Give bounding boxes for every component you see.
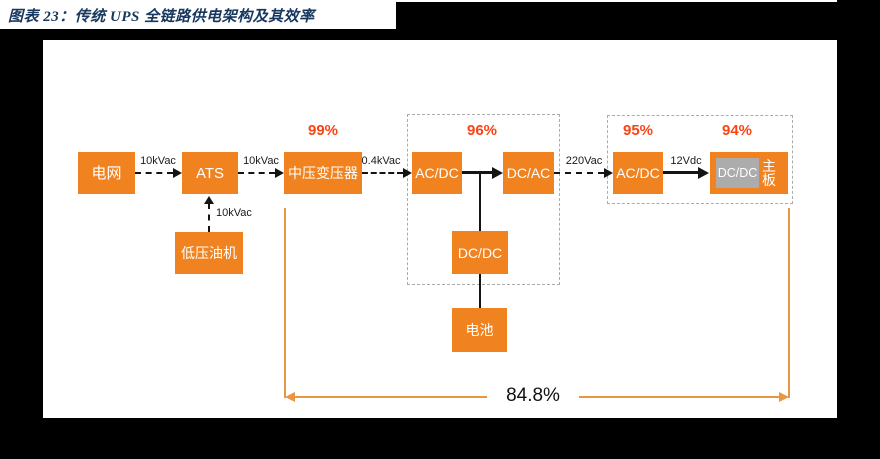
arrowhead-icon <box>173 168 182 178</box>
node-ats: ATS <box>182 152 238 194</box>
node-power-grid: 电网 <box>78 152 135 194</box>
node-label: 电网 <box>91 164 122 182</box>
connector-genset-ats <box>208 203 210 232</box>
voltage-label-transformer-acdc: 0.4kVac <box>361 155 401 167</box>
node-genset: 低压油机 <box>175 232 243 274</box>
mainboard-dcdc-chip: DC/DC <box>716 158 759 188</box>
connector-ats-transformer <box>238 172 275 174</box>
group-server-box <box>607 115 793 204</box>
title-bar: 图表 23：传统 UPS 全链路供电架构及其效率 <box>0 0 396 29</box>
node-label: DC/DC <box>457 244 503 261</box>
total-efficiency-label: 84.8% <box>487 383 579 409</box>
connector-transformer-acdc <box>362 172 403 174</box>
arrowhead-icon <box>492 167 503 179</box>
node-mainboard: DC/DC 主板 <box>710 152 788 194</box>
group-ups-box <box>407 114 560 285</box>
node-label: DC/AC <box>506 165 551 181</box>
node-mv-transformer: 中压变压器 <box>284 152 362 194</box>
diagram-panel <box>43 40 837 418</box>
voltage-label-ats-transformer: 10kVac <box>243 155 279 167</box>
connector-acdc-mainboard <box>663 171 698 174</box>
efficiency-label-board: 94% <box>721 122 753 139</box>
node-battery: 电池 <box>452 308 507 352</box>
bracket-right-line <box>788 208 790 398</box>
bracket-arrowhead-left-icon <box>285 392 295 402</box>
connector-dcac-serveracdc <box>554 172 604 174</box>
node-label: AC/DC <box>415 165 459 181</box>
connector-dcdc-battery <box>479 274 481 308</box>
connector-bus-dcdc <box>479 174 481 231</box>
node-label: 中压变压器 <box>288 165 358 181</box>
node-dcac-output: DC/AC <box>503 152 554 194</box>
node-label: 低压油机 <box>181 245 237 261</box>
node-label: 电池 <box>465 322 494 338</box>
node-server-acdc: AC/DC <box>613 152 663 194</box>
efficiency-label-transformer: 99% <box>307 122 339 139</box>
node-dcdc: DC/DC <box>452 231 508 274</box>
bracket-left-line <box>284 208 286 398</box>
voltage-label-grid-ats: 10kVac <box>140 155 176 167</box>
figure-title: 图表 23：传统 UPS 全链路供电架构及其效率 <box>8 9 315 25</box>
efficiency-label-ups: 96% <box>466 122 498 139</box>
top-edge-line <box>0 0 837 2</box>
node-label: ATS <box>195 164 225 182</box>
arrowhead-icon <box>275 168 284 178</box>
efficiency-label-server-psu: 95% <box>622 122 654 139</box>
node-acdc-input: AC/DC <box>412 152 462 194</box>
connector-acdc-dcac <box>462 171 493 174</box>
arrowhead-up-icon <box>204 196 214 204</box>
bracket-arrowhead-right-icon <box>779 392 789 402</box>
node-label: AC/DC <box>616 165 660 181</box>
arrowhead-icon <box>403 168 412 178</box>
connector-grid-ats <box>135 172 173 174</box>
mainboard-label: 主板 <box>762 158 776 188</box>
voltage-label-genset-ats: 10kVac <box>216 207 252 219</box>
arrowhead-icon <box>604 168 613 178</box>
arrowhead-icon <box>698 167 709 179</box>
voltage-label-acdc-mainboard: 12Vdc <box>670 155 702 167</box>
voltage-label-dcac-acdc: 220Vac <box>565 155 603 167</box>
